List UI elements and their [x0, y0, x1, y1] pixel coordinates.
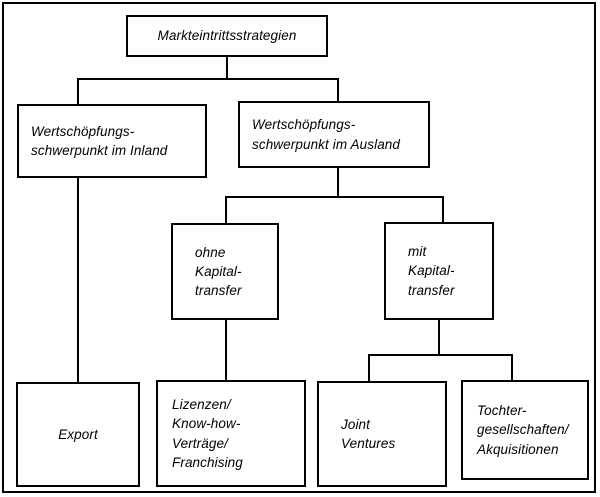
connector-mit-stem — [438, 319, 440, 356]
connector-root-stem — [226, 57, 228, 80]
connector-to-mit-kapitaltransfer — [442, 196, 444, 223]
node-label: Lizenzen/ Know-how- Verträge/ Franchisin… — [172, 397, 243, 470]
node-label: Export — [58, 426, 98, 442]
node-label: mit Kapital- transfer — [408, 244, 455, 298]
node-wertschoepfungsschwerpunkt-ausland[interactable]: Wertschöpfungs- schwerpunkt im Ausland — [238, 101, 430, 168]
node-lizenzen-knowhow-vertraege-franchising[interactable]: Lizenzen/ Know-how- Verträge/ Franchisin… — [156, 380, 306, 487]
connector-ohne-to-lizenzen — [225, 319, 227, 381]
connector-inland-to-export — [77, 177, 79, 383]
node-export[interactable]: Export — [16, 382, 140, 487]
connector-ausland-stem — [337, 167, 339, 198]
node-label: Tochter- gesellschaften/ Akquisitionen — [477, 403, 569, 457]
connector-to-tochtergesellschaften — [511, 354, 513, 381]
figure-border — [2, 2, 596, 493]
node-wertschoepfungsschwerpunkt-inland[interactable]: Wertschöpfungs- schwerpunkt im Inland — [17, 104, 207, 178]
connector-to-inland — [77, 78, 79, 105]
node-label: Wertschöpfungs- schwerpunkt im Inland — [31, 123, 168, 158]
node-ohne-kapitaltransfer[interactable]: ohne Kapital- transfer — [171, 223, 279, 320]
node-markteintrittsstrategien[interactable]: Markteintrittsstrategien — [126, 15, 328, 57]
node-label: Joint Ventures — [341, 416, 396, 451]
connector-to-ohne-kapitaltransfer — [225, 196, 227, 224]
node-joint-ventures[interactable]: Joint Ventures — [317, 381, 447, 487]
node-label: ohne Kapital- transfer — [195, 244, 242, 299]
connector-to-joint-ventures — [368, 354, 370, 382]
connector-level2-bus — [225, 196, 444, 198]
node-label: Wertschöpfungs- schwerpunkt im Ausland — [252, 117, 401, 152]
node-tochtergesellschaften-akquisitionen[interactable]: Tochter- gesellschaften/ Akquisitionen — [461, 380, 589, 480]
connector-level1-bus — [77, 78, 339, 80]
connector-level3-bus — [368, 354, 513, 356]
node-mit-kapitaltransfer[interactable]: mit Kapital- transfer — [384, 222, 494, 320]
node-label: Markteintrittsstrategien — [157, 28, 297, 44]
connector-to-ausland — [337, 78, 339, 102]
